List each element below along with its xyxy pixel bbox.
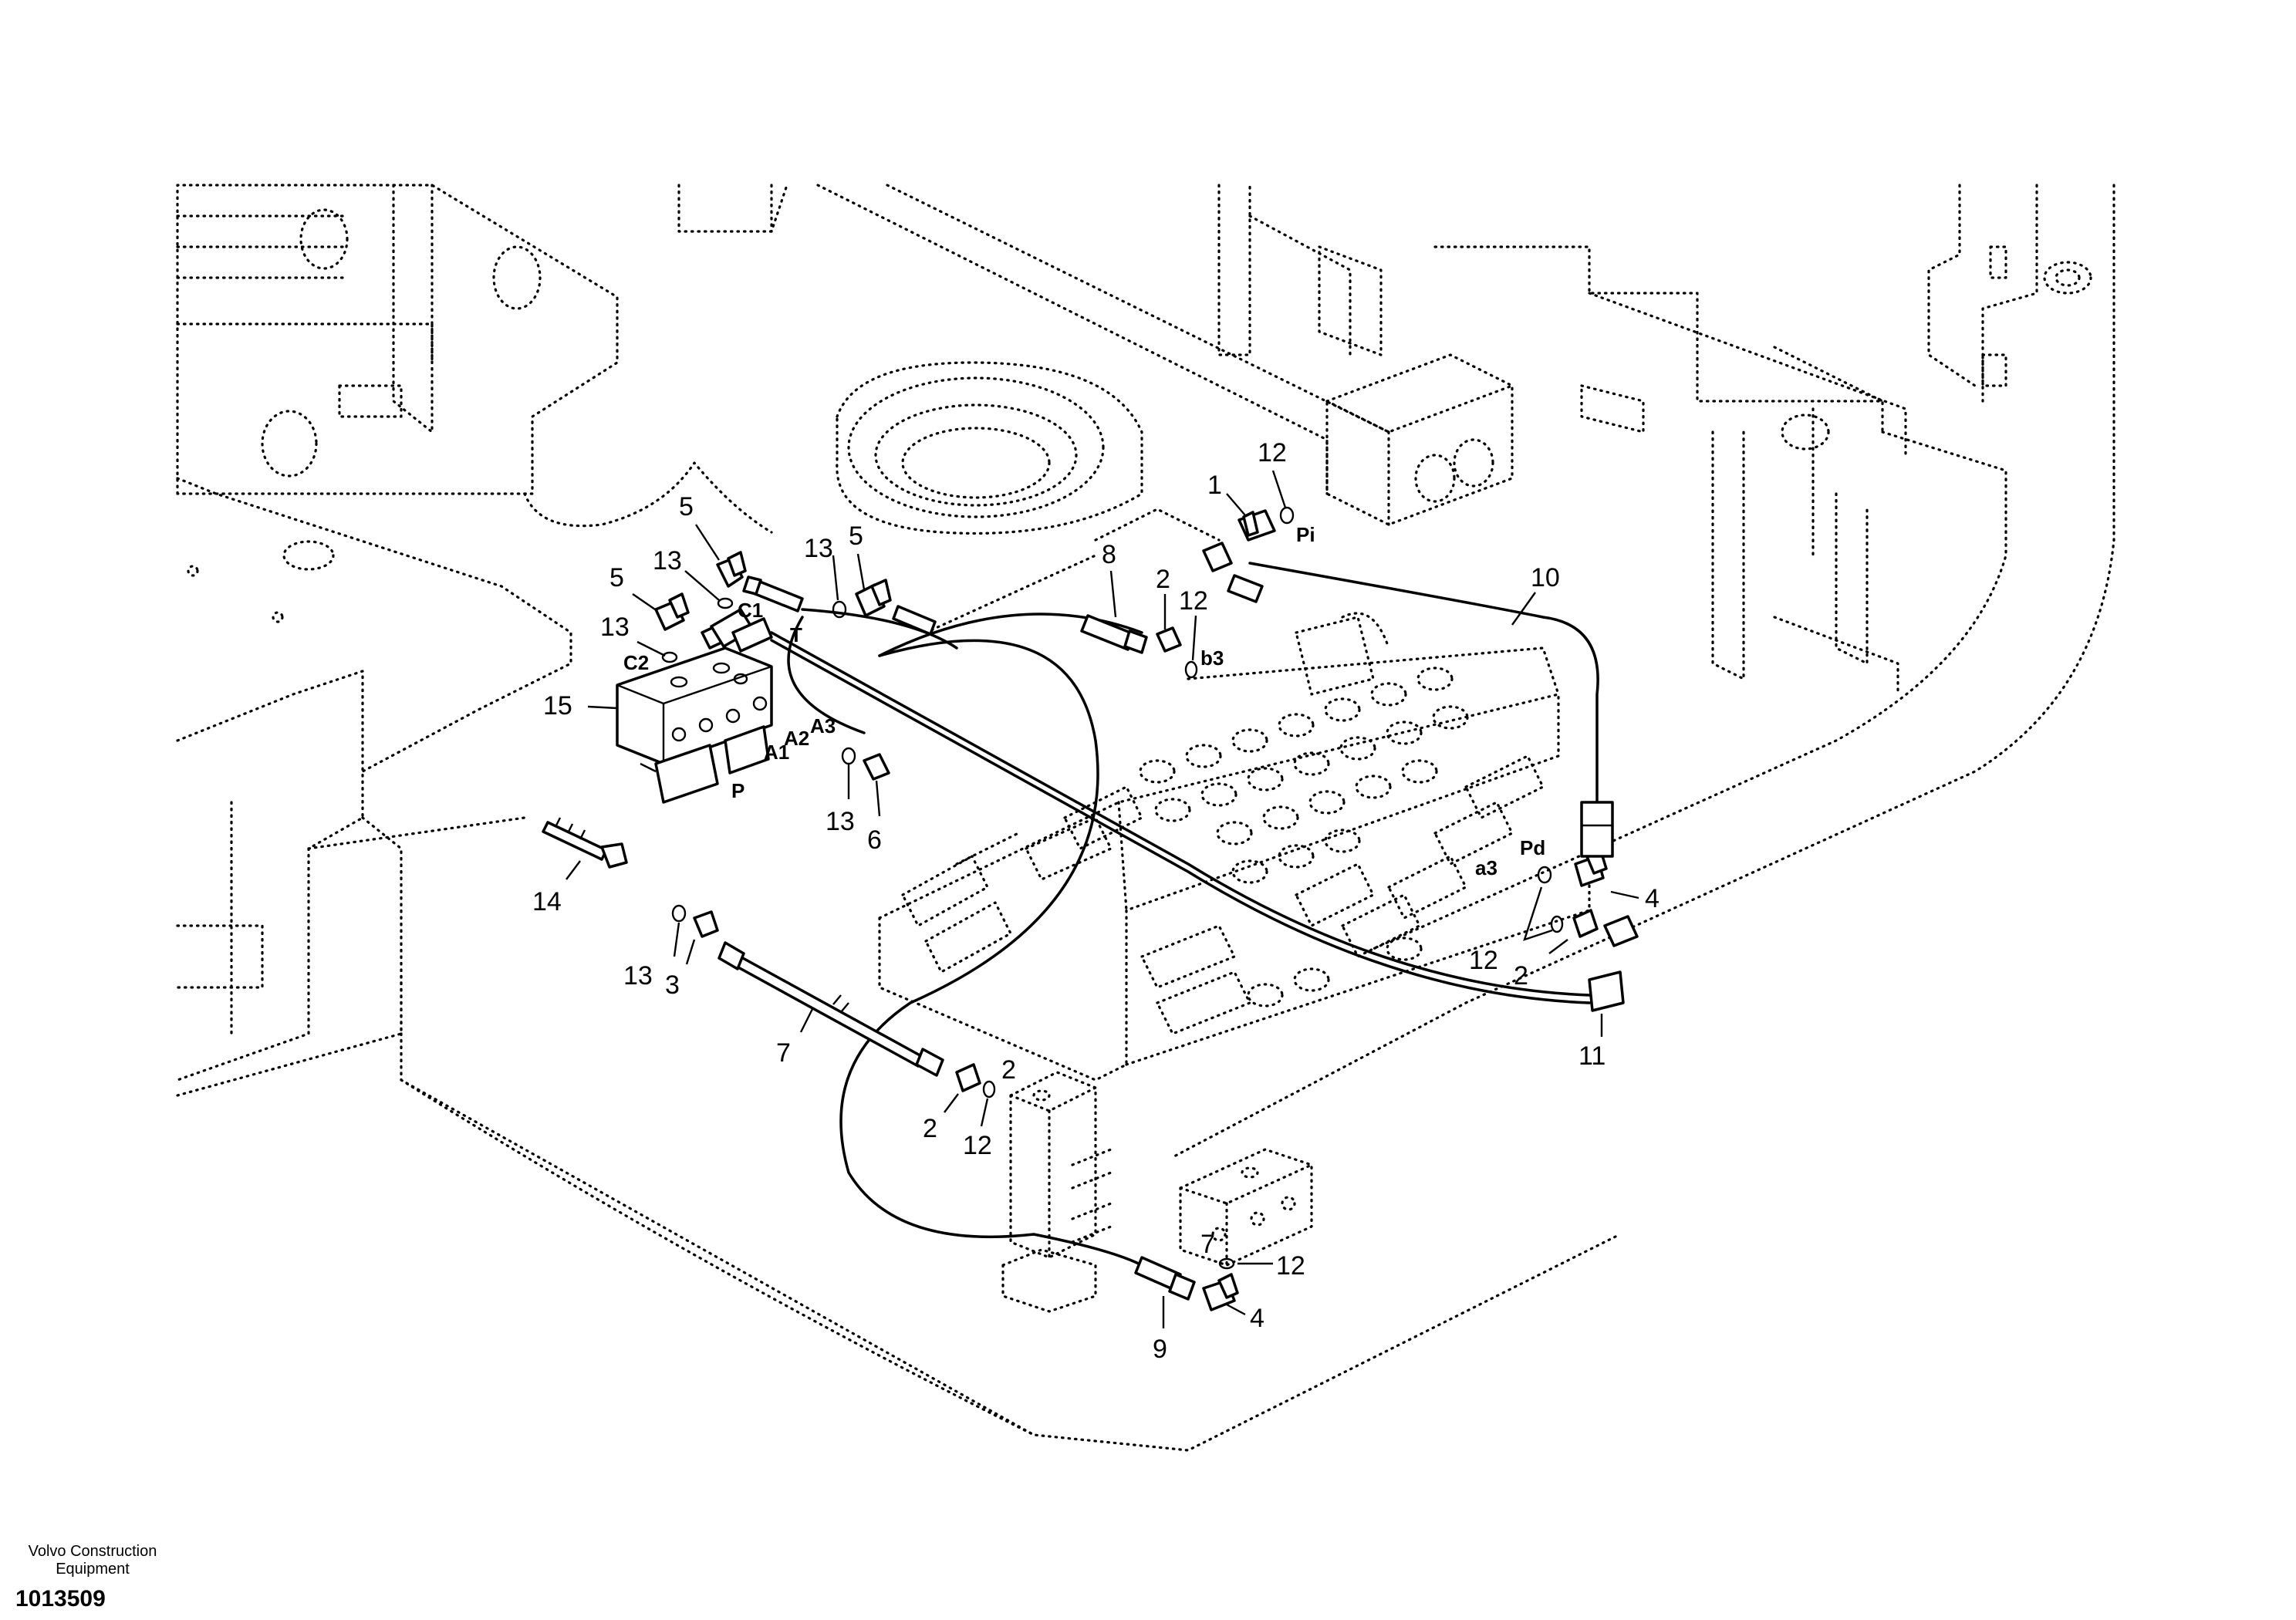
callout-4: 4 <box>1645 884 1660 913</box>
callout-7: 7 <box>1200 1230 1215 1259</box>
callout-10: 10 <box>1531 563 1560 592</box>
callout-3: 3 <box>665 970 680 1000</box>
callout-8: 8 <box>1102 540 1116 569</box>
callout-12: 12 <box>1258 438 1287 467</box>
main-control-valve <box>878 612 1591 1082</box>
callout-11: 11 <box>1578 1041 1606 1071</box>
callout-13: 13 <box>653 546 682 575</box>
callout-13: 13 <box>804 534 833 563</box>
callout-6: 6 <box>867 825 882 855</box>
port-pd: Pd <box>1520 836 1545 859</box>
callout-13: 13 <box>623 961 653 991</box>
hose-8 <box>878 613 1143 657</box>
callout-5: 5 <box>679 492 694 521</box>
callout-2: 2 <box>1514 961 1528 991</box>
port-a3: A3 <box>810 714 836 737</box>
leader-lines <box>566 470 1639 1328</box>
fittings <box>542 506 1639 1311</box>
callout-12: 12 <box>963 1131 992 1160</box>
port-b3: b3 <box>1200 646 1224 670</box>
port-c2: C2 <box>623 651 649 674</box>
company-name: Volvo Construction Equipment <box>8 1543 177 1578</box>
port-c1: C1 <box>738 599 763 622</box>
callout-14: 14 <box>532 887 562 916</box>
callout-7: 7 <box>776 1038 791 1068</box>
solenoid-valve-15 <box>587 608 773 804</box>
port-labels: Pi C1 C2 T b3 A1 A2 A3 P Pd a3 <box>623 523 1545 879</box>
callout-9: 9 <box>1153 1335 1167 1364</box>
callout-15: 15 <box>543 691 572 721</box>
callout-2: 2 <box>1156 565 1170 594</box>
company-line-2: Equipment <box>56 1561 130 1578</box>
callout-5: 5 <box>849 521 863 551</box>
hydraulic-hoses <box>770 562 1599 1267</box>
port-a2: A2 <box>784 727 809 750</box>
port-t: T <box>790 623 802 646</box>
callout-13: 13 <box>600 613 630 642</box>
callout-5: 5 <box>609 563 624 592</box>
port-pi: Pi <box>1296 523 1315 546</box>
drawing-number: 1013509 <box>15 1586 106 1612</box>
callout-13: 13 <box>826 807 855 836</box>
hose-10 <box>1248 562 1599 804</box>
hose-7-assembly <box>718 941 944 1077</box>
callout-labels: 1 12 5 13 5 5 13 13 8 2 12 10 15 13 6 14… <box>532 438 1660 1364</box>
callout-2: 2 <box>923 1114 937 1143</box>
port-p: P <box>731 779 745 802</box>
callout-12: 12 <box>1179 586 1208 616</box>
lower-junction-blocks <box>1001 1071 1313 1313</box>
callout-12: 12 <box>1276 1251 1305 1281</box>
hose-11 <box>770 631 1591 997</box>
hose-9 <box>839 639 1143 1267</box>
port-a3-right: a3 <box>1475 856 1497 879</box>
callout-4: 4 <box>1250 1304 1264 1333</box>
port-a1: A1 <box>764 741 789 764</box>
company-line-1: Volvo Construction <box>28 1543 157 1560</box>
callout-1: 1 <box>1207 471 1222 500</box>
callout-12: 12 <box>1469 946 1498 975</box>
machine-frame-outline <box>176 184 2115 1452</box>
callout-2: 2 <box>1001 1055 1016 1085</box>
